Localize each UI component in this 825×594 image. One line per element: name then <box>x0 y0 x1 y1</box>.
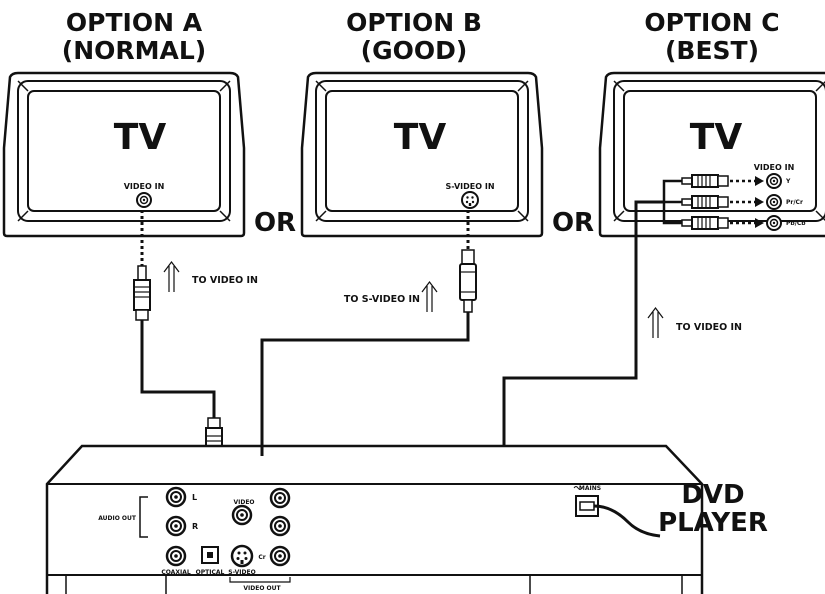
tv-c-y-jack[interactable] <box>766 173 782 189</box>
tv-b-port-label: S-VIDEO IN <box>445 182 494 191</box>
coaxial-jack[interactable] <box>165 545 187 567</box>
option-c-subtitle: (BEST) <box>665 36 759 65</box>
tv-c-pb-label: Pb/Cb <box>786 220 806 227</box>
option-c-title: OPTION C <box>644 8 779 37</box>
option-a-title: OPTION A <box>66 8 203 37</box>
option-b-subtitle: (GOOD) <box>361 36 468 65</box>
tv-b-svideo-jack[interactable] <box>461 191 479 209</box>
tv-c-y-label: Y <box>785 178 791 185</box>
optical-port[interactable] <box>201 546 219 564</box>
mains-label: MAINS <box>579 485 601 492</box>
audio-r-label: R <box>192 522 198 531</box>
tv-b-label: TV <box>394 117 447 158</box>
mains-cable <box>593 504 661 538</box>
component-pr-jack[interactable] <box>269 545 291 567</box>
dvd-player <box>45 444 704 594</box>
arrow-to-svideo-in-b <box>421 281 438 312</box>
svideo-label: S-VIDEO <box>228 569 255 576</box>
audio-out-l-jack[interactable] <box>165 486 187 508</box>
tv-c-pb-jack[interactable] <box>766 215 782 231</box>
cr-label: Cr <box>258 554 265 561</box>
arrow-b-label: TO S-VIDEO IN <box>344 294 420 305</box>
dvd-player-label-line2: PLAYER <box>658 508 768 538</box>
option-b-title: OPTION B <box>346 8 482 37</box>
arrow-a-label: TO VIDEO IN <box>192 275 258 286</box>
tv-c-pr-jack[interactable] <box>766 194 782 210</box>
tv-c-label: TV <box>690 117 743 158</box>
arrow-to-video-in-c <box>647 307 664 338</box>
svideo-out-jack[interactable] <box>230 544 254 568</box>
component-y-jack[interactable] <box>269 487 291 509</box>
arrow-c-label: TO VIDEO IN <box>676 322 742 333</box>
optical-label: OPTICAL <box>196 569 225 576</box>
dvd-player-label-line1: DVD <box>681 480 744 510</box>
video-jack-label: VIDEO <box>233 499 254 506</box>
video-out-jack[interactable] <box>231 504 253 526</box>
tv-a-label: TV <box>114 117 167 158</box>
or-separator-1: OR <box>254 208 296 238</box>
coaxial-label: COAXIAL <box>161 569 190 576</box>
tv-a-port-label: VIDEO IN <box>124 182 165 191</box>
tv-c-port-label: VIDEO IN <box>754 163 795 172</box>
audio-out-label: AUDIO OUT <box>98 515 137 522</box>
or-separator-2: OR <box>552 208 594 238</box>
option-a-subtitle: (NORMAL) <box>62 36 206 65</box>
tv-c-pr-label: Pr/Cr <box>786 199 803 206</box>
audio-l-label: L <box>192 493 197 502</box>
audio-out-r-jack[interactable] <box>165 515 187 537</box>
tv-a-video-jack[interactable] <box>136 192 152 208</box>
component-pb-jack[interactable] <box>269 515 291 537</box>
arrow-to-video-in-a <box>163 261 180 292</box>
video-out-label: VIDEO OUT <box>243 585 281 592</box>
tv-c-component-plugs <box>662 174 764 230</box>
